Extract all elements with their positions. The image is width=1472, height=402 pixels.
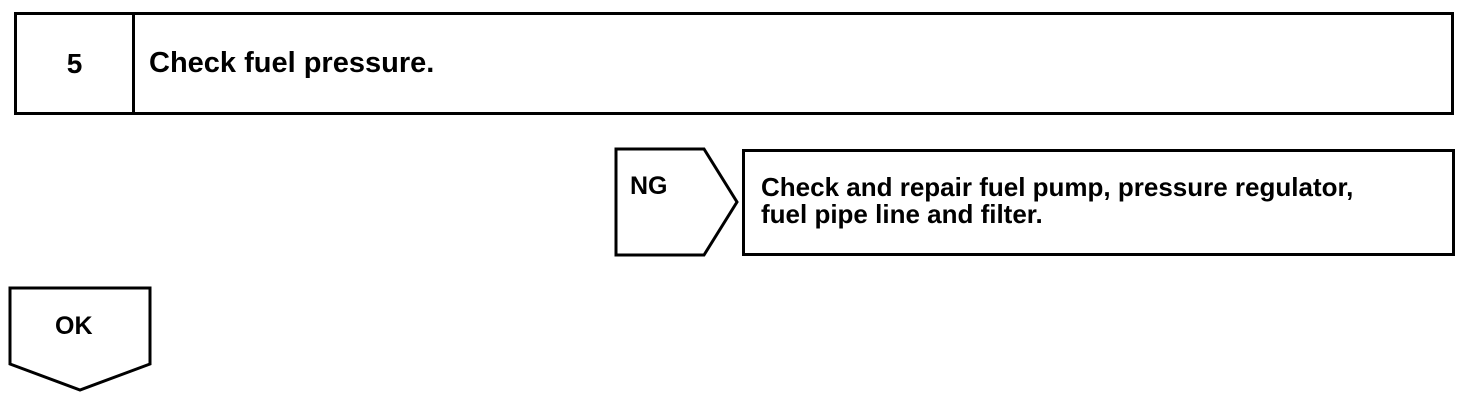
ng-label: NG <box>630 172 668 200</box>
ng-action-box: Check and repair fuel pump, pressure reg… <box>742 149 1455 256</box>
ng-action-line-1: Check and repair fuel pump, pressure reg… <box>761 172 1354 202</box>
step-title: Check fuel pressure. <box>149 47 435 79</box>
step-box: 5 Check fuel pressure. <box>14 12 1454 115</box>
ng-arrow-tag <box>614 147 739 257</box>
step-number: 5 <box>17 15 135 112</box>
ng-action-line-2: fuel pipe line and filter. <box>761 199 1043 229</box>
ok-label: OK <box>55 312 93 340</box>
ok-arrow-tag <box>8 286 152 392</box>
